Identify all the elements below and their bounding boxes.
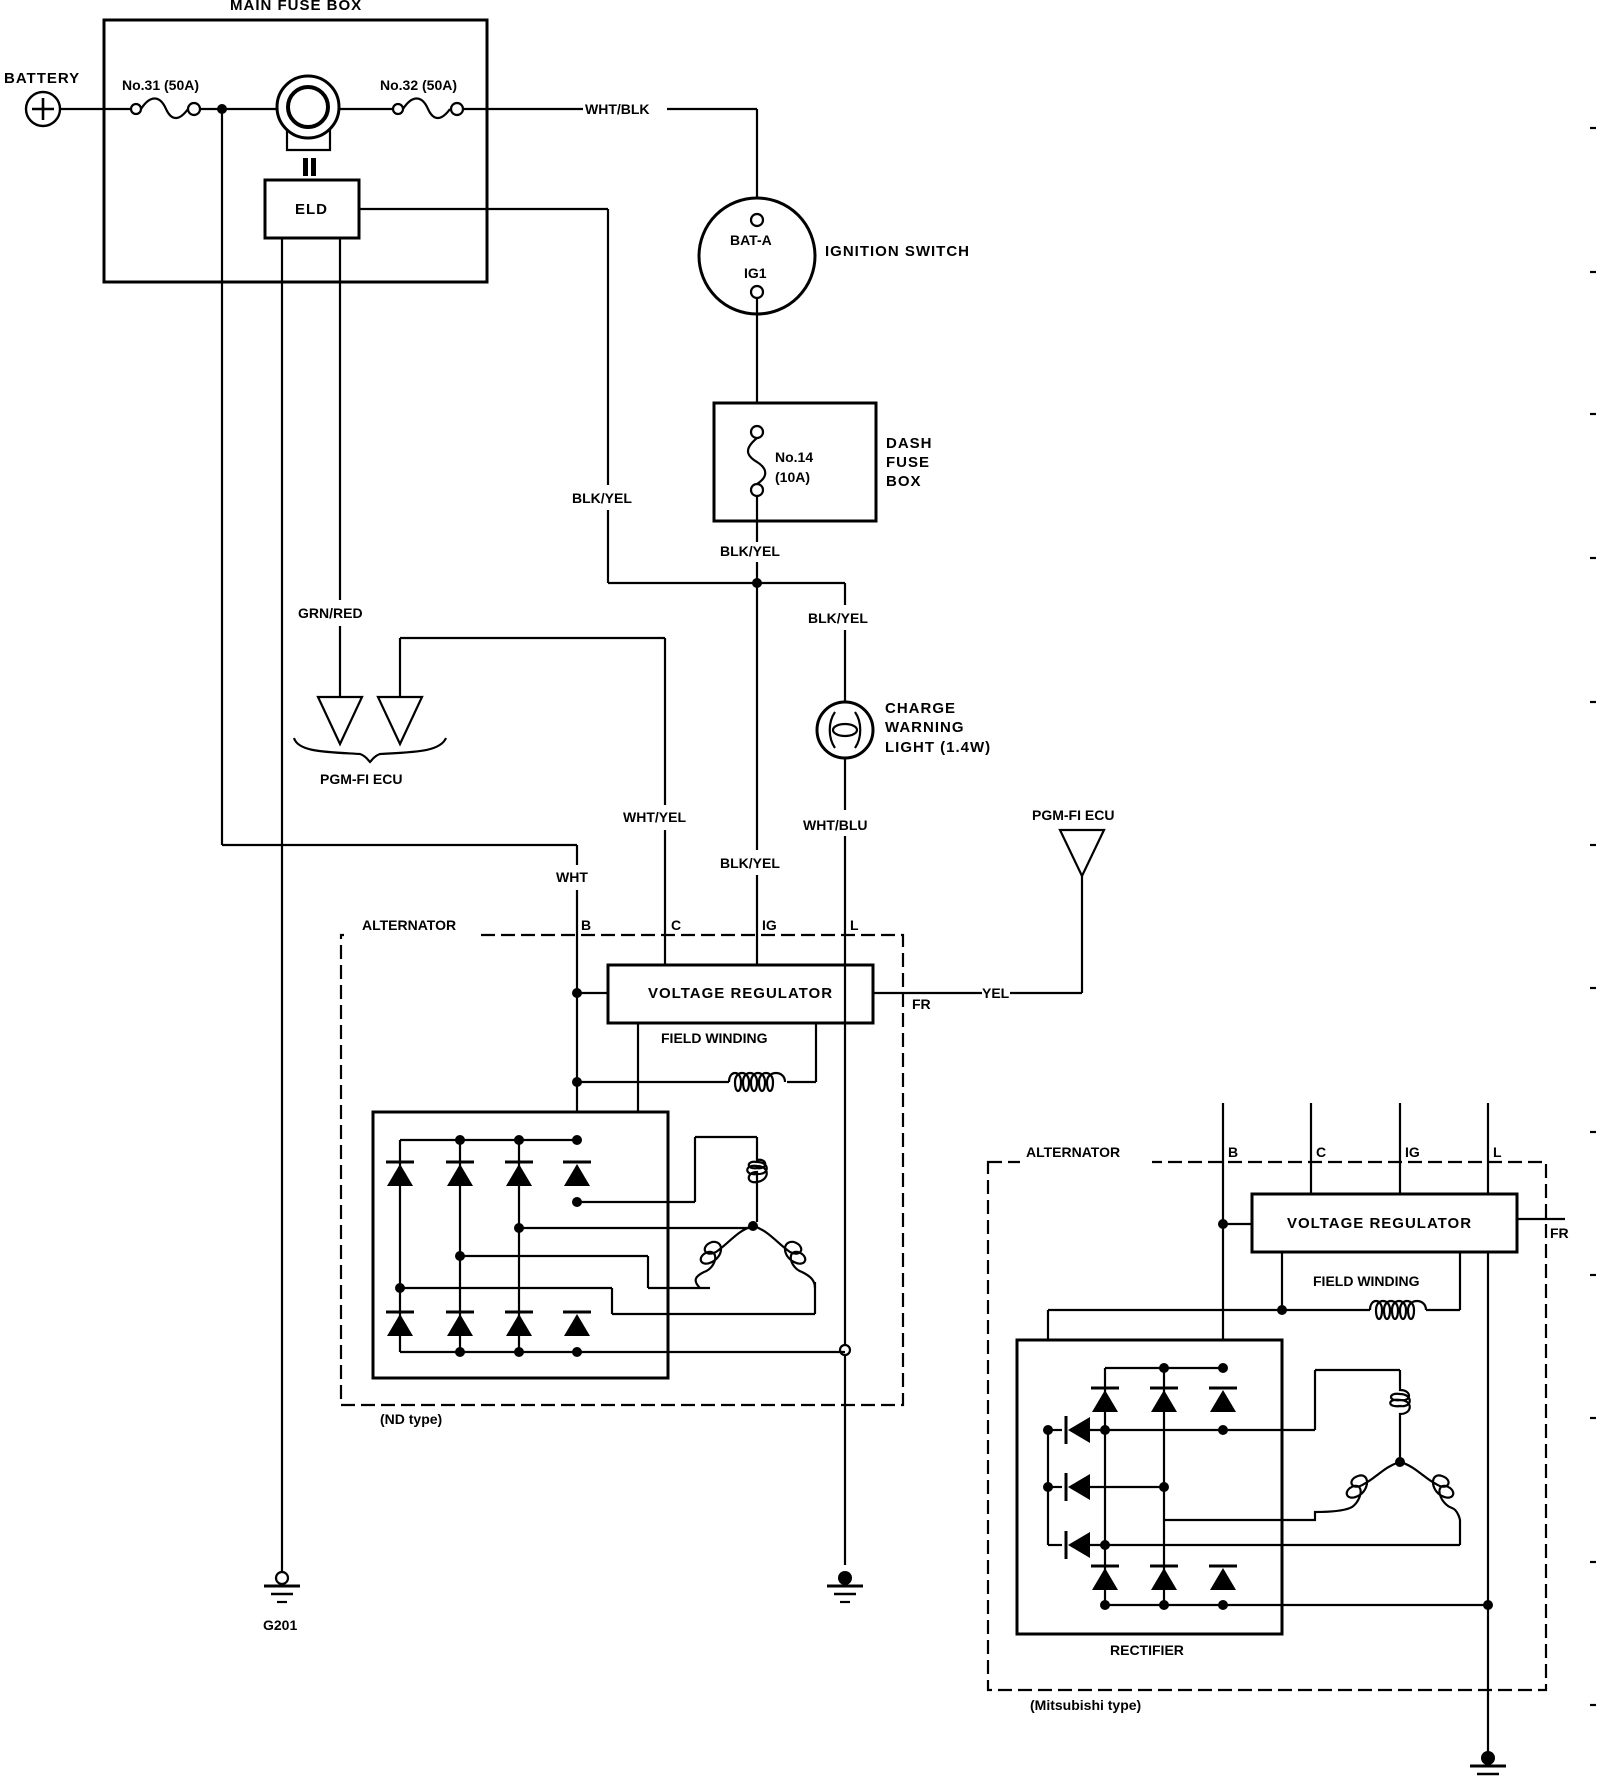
dash-fuse-box-line3: BOX	[886, 473, 922, 490]
eld-box	[263, 178, 361, 240]
mitsubishi-field-winding-label: FIELD WINDING	[1313, 1273, 1420, 1289]
fuse-14-rating: (10A)	[775, 469, 810, 485]
pgm-fi-ecu-2-terminal-icon	[1058, 828, 1106, 879]
ground-g201-label: G201	[263, 1617, 297, 1633]
pgm-fi-ecu-terminal-1-icon	[316, 695, 364, 747]
nd-voltage-regulator-label: VOLTAGE REGULATOR	[648, 985, 833, 1002]
margin-tick-marks	[1590, 126, 1596, 1707]
nd-type-label: (ND type)	[380, 1411, 442, 1427]
charge-light-line3: LIGHT (1.4W)	[885, 739, 991, 756]
mitsubishi-terminal-fr-label: FR	[1550, 1225, 1569, 1241]
ignition-ig1-label: IG1	[744, 265, 767, 281]
pgm-fi-ecu-terminal-2-icon	[376, 695, 424, 747]
nd-ground-icon	[825, 1584, 865, 1604]
nd-alternator-title: ALTERNATOR	[362, 917, 456, 933]
dash-fuse-box	[712, 401, 878, 523]
mitsubishi-alternator-housing	[986, 1160, 1548, 1692]
nd-stator-coils-icon	[694, 1137, 817, 1289]
fuse-14-number: No.14	[775, 449, 813, 465]
wire-blk-yel-ig-label: BLK/YEL	[720, 855, 780, 871]
dash-fuse-box-line2: FUSE	[886, 454, 930, 471]
fuse-32-label: No.32 (50A)	[380, 77, 457, 93]
ignition-switch-label: IGNITION SWITCH	[825, 243, 970, 260]
wire-blk-yel-light-label: BLK/YEL	[808, 610, 868, 626]
mitsubishi-alternator-title: ALTERNATOR	[1026, 1144, 1120, 1160]
main-fuse-box-title: MAIN FUSE BOX	[230, 0, 362, 14]
pgm-fi-ecu-1-label: PGM-FI ECU	[320, 771, 402, 787]
nd-field-winding-label: FIELD WINDING	[661, 1030, 768, 1046]
charge-light-line1: CHARGE	[885, 700, 956, 717]
mitsubishi-field-coil-icon	[1368, 1299, 1428, 1321]
mitsubishi-voltage-regulator-label: VOLTAGE REGULATOR	[1287, 1215, 1472, 1232]
wire-wht-yel-label: WHT/YEL	[623, 809, 686, 825]
mitsubishi-terminal-ig-label: IG	[1405, 1144, 1420, 1160]
mitsubishi-ground-icon	[1468, 1764, 1508, 1776]
nd-field-coil-icon	[727, 1071, 787, 1093]
mitsubishi-terminal-c-label: C	[1316, 1144, 1326, 1160]
mitsubishi-rectifier-label: RECTIFIER	[1110, 1642, 1184, 1658]
wire-wht-blk-label: WHT/BLK	[585, 101, 650, 117]
nd-terminal-c-label: C	[671, 917, 681, 933]
wire-yel-label: YEL	[982, 985, 1010, 1001]
mitsubishi-voltage-regulator	[1250, 1192, 1519, 1254]
nd-terminal-fr-label: FR	[912, 996, 931, 1012]
nd-terminal-ig-label: IG	[762, 917, 777, 933]
fuse-31-label: No.31 (50A)	[122, 77, 199, 93]
dash-fuse-box-line1: DASH	[886, 435, 933, 452]
wire-grn-red-label: GRN/RED	[298, 605, 363, 621]
wire-blk-yel-dash-label: BLK/YEL	[720, 543, 780, 559]
fuse-14-icon	[746, 424, 767, 498]
ground-g201-icon	[262, 1584, 302, 1604]
charge-light-line2: WARNING	[885, 719, 965, 736]
pgm-fi-ecu-2-label: PGM-FI ECU	[1032, 807, 1114, 823]
nd-alternator-housing	[339, 933, 905, 1407]
wire-wht-blu-label: WHT/BLU	[803, 817, 868, 833]
ignition-bat-a-label: BAT-A	[730, 232, 772, 248]
eld-label: ELD	[295, 201, 328, 218]
mitsubishi-stator-coils-icon	[1164, 1368, 1462, 1545]
mitsubishi-terminal-l-label: L	[1493, 1144, 1502, 1160]
mitsubishi-type-label: (Mitsubishi type)	[1030, 1697, 1141, 1713]
battery-icon	[24, 90, 62, 128]
nd-rectifier	[371, 1110, 670, 1380]
battery-label: BATTERY	[4, 70, 80, 87]
wire-wht-label: WHT	[556, 869, 588, 885]
wire-blk-yel-eld-label: BLK/YEL	[572, 490, 632, 506]
charge-warning-lamp-icon	[815, 700, 875, 760]
mitsubishi-terminal-b-label: B	[1228, 1144, 1238, 1160]
nd-terminal-l-label: L	[850, 917, 859, 933]
nd-terminal-b-label: B	[581, 917, 591, 933]
eld-sensor-ring-icon	[275, 74, 341, 176]
